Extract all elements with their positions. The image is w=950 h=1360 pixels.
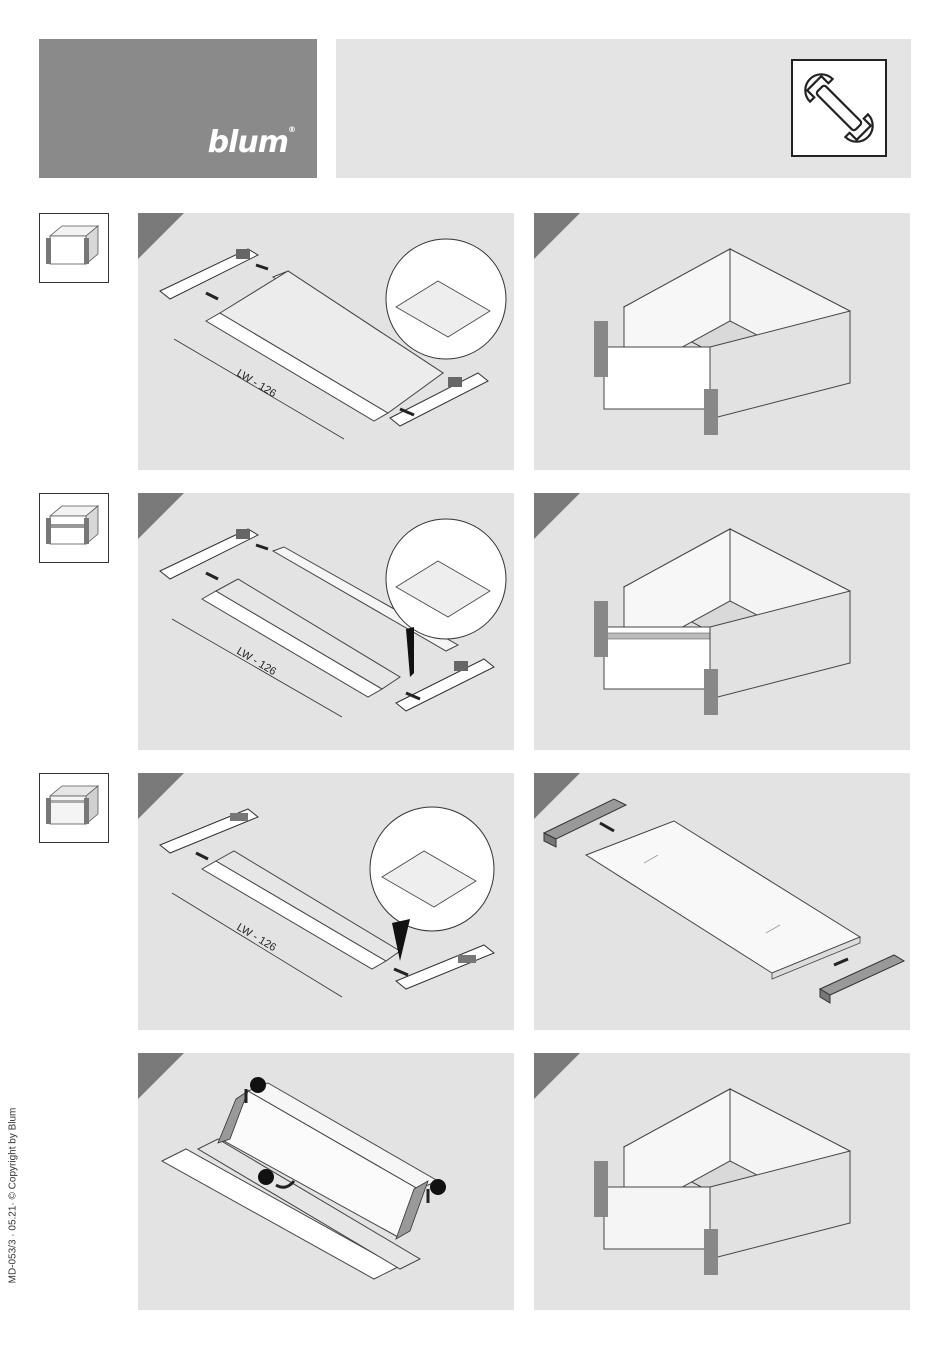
brand-logo-text: blum: [208, 125, 288, 160]
glass-insert-illustration: [138, 1053, 514, 1310]
dimension-label-2: LW - 126: [234, 645, 278, 678]
rail-assembly-illustration-3: LW - 126: [138, 773, 514, 1030]
dimension-label: LW - 126: [234, 367, 278, 400]
assembled-drawer-illustration: [534, 213, 910, 470]
rail-assembly-illustration-2: LW - 126: [138, 493, 514, 750]
assembled-drawer-illustration-2: [534, 493, 910, 750]
drawer-gallery-rail-thumb-icon: [39, 493, 109, 563]
glass-side-illustration: [534, 773, 910, 1030]
brand-logo-block: blum®: [39, 39, 317, 178]
step-panel-glass-side: [534, 773, 910, 1030]
dimension-label-3: LW - 126: [234, 921, 278, 954]
step-panel-rail-assembly-2: LW - 126: [138, 493, 514, 750]
step-panel-drawer-assembled-2: [534, 493, 910, 750]
drawer-plain-thumb-icon: [39, 213, 109, 283]
wrench-icon: [791, 59, 887, 157]
rail-assembly-illustration: LW - 126: [138, 213, 514, 470]
assembled-drawer-illustration-3: [534, 1053, 910, 1310]
copyright-footer: MD-053/3 · 05.21· © Copyright by Blum: [8, 1091, 19, 1301]
step-panel-drawer-assembled-3: [534, 1053, 910, 1310]
step-panel-rail-assembly-1: LW - 126: [138, 213, 514, 470]
drawer-glass-side-thumb-icon: [39, 773, 109, 843]
brand-logo: blum®: [208, 125, 295, 160]
step-panel-glass-insert: [138, 1053, 514, 1310]
step-panel-rail-assembly-3: LW - 126: [138, 773, 514, 1030]
step-panel-drawer-assembled-1: [534, 213, 910, 470]
